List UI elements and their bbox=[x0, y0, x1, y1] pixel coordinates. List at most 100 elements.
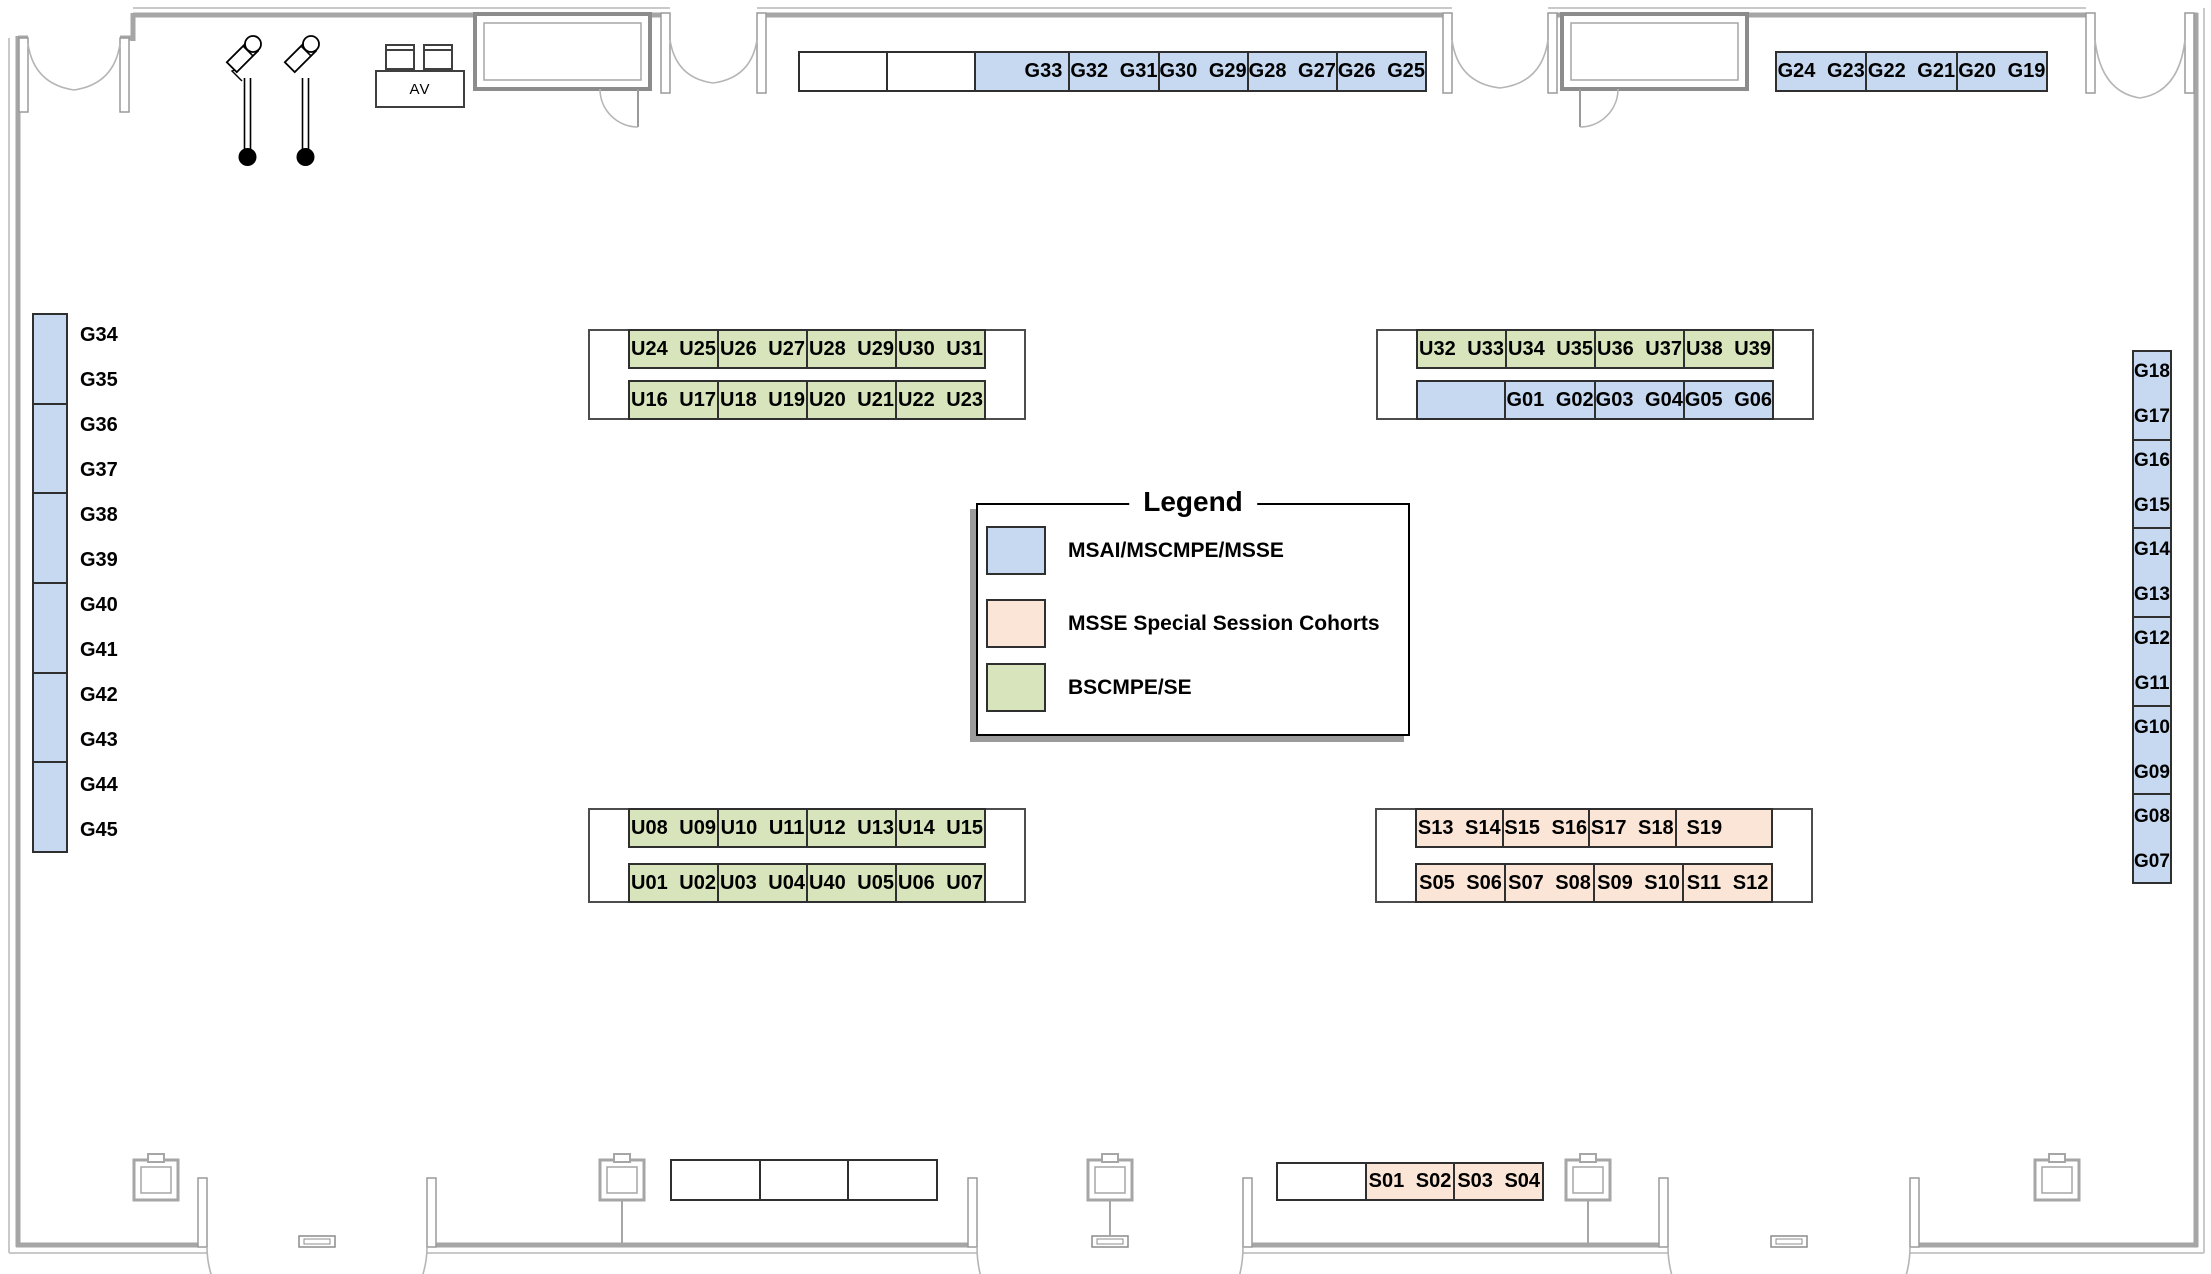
wall-strip-left bbox=[32, 313, 68, 854]
station-cell-g24-g23: G24 G23 bbox=[1775, 51, 1868, 92]
station-cell-u20-u21: U20 U21 bbox=[806, 380, 897, 420]
station-cell-u18-u19: U18 U19 bbox=[717, 380, 808, 420]
door-swing-arcs bbox=[27, 39, 2186, 1274]
floor-box bbox=[2033, 1153, 2081, 1202]
station-cell-u32-u33: U32 U33 bbox=[1416, 329, 1507, 369]
legend-swatch-special bbox=[986, 599, 1046, 648]
station-cell-u08-u09: U08 U09 bbox=[628, 808, 719, 848]
wall-station-cell bbox=[2132, 793, 2172, 885]
station-cell-s15-s16: S15 S16 bbox=[1501, 808, 1590, 848]
floor-box bbox=[598, 1153, 646, 1244]
wall-station-label-g14: G14 bbox=[2134, 539, 2170, 561]
door-jambs bbox=[18, 12, 2195, 1248]
wall-station-label-g17: G17 bbox=[2134, 405, 2170, 427]
station-cell-u26-u27: U26 U27 bbox=[717, 329, 808, 369]
station-cell-u03-u04: U03 U04 bbox=[717, 863, 808, 903]
wall-station-label-g37: G37 bbox=[80, 459, 118, 481]
station-cell-u01-u02: U01 U02 bbox=[628, 863, 719, 903]
wall-station-label-g36: G36 bbox=[80, 414, 118, 436]
wall-outer-skin bbox=[8, 7, 2205, 1254]
floor-boxes bbox=[132, 1153, 2081, 1244]
station-cell-u22-u23: U22 U23 bbox=[895, 380, 986, 420]
wall-station-label-g08: G08 bbox=[2134, 806, 2170, 828]
station-cell-u28-u29: U28 U29 bbox=[806, 329, 897, 369]
wall-station-label-g12: G12 bbox=[2134, 628, 2170, 650]
wall-station-cell bbox=[32, 313, 68, 405]
station-cell-g01-g02: G01 G02 bbox=[1504, 380, 1596, 420]
station-cell-blank bbox=[670, 1159, 761, 1201]
station-cell-blank bbox=[1416, 380, 1507, 420]
wall-station-label-g41: G41 bbox=[80, 639, 118, 661]
station-cell-g30-g29: G30 G29 bbox=[1157, 51, 1249, 92]
station-cell-g26-g25: G26 G25 bbox=[1335, 51, 1428, 92]
station-cell-s05-s06: S05 S06 bbox=[1415, 863, 1506, 903]
station-cell-blank bbox=[758, 1159, 850, 1201]
legend-label: BSCMPE/SE bbox=[1068, 675, 1192, 699]
floor-box bbox=[132, 1153, 180, 1202]
station-cell-g22-g21: G22 G21 bbox=[1865, 51, 1958, 92]
wall-station-cell bbox=[32, 492, 68, 585]
wall-station-label-g34: G34 bbox=[80, 324, 118, 346]
wall-station-label-g11: G11 bbox=[2134, 672, 2170, 694]
wall-station-label-g09: G09 bbox=[2134, 761, 2170, 783]
wall-station-cell bbox=[32, 582, 68, 674]
wall-station-label-g45: G45 bbox=[80, 819, 118, 841]
wall-station-label-g44: G44 bbox=[80, 774, 118, 796]
station-cell-u36-u37: U36 U37 bbox=[1594, 329, 1685, 369]
station-cell-g33: G33 bbox=[974, 51, 1071, 92]
station-cell-u40-u05: U40 U05 bbox=[806, 863, 897, 903]
wall-station-label-g16: G16 bbox=[2134, 450, 2170, 472]
legend-item: MSAI/MSCMPE/MSSE bbox=[986, 526, 1284, 575]
station-cell-blank bbox=[798, 51, 889, 92]
station-cell-s17-s18: S17 S18 bbox=[1588, 808, 1677, 848]
door-center-posts bbox=[298, 1235, 1808, 1248]
station-cell-u10-u11: U10 U11 bbox=[717, 808, 808, 848]
station-cell-u38-u39: U38 U39 bbox=[1683, 329, 1774, 369]
station-cell-u16-u17: U16 U17 bbox=[628, 380, 719, 420]
wall-station-cell bbox=[2132, 350, 2172, 441]
station-cell-blank bbox=[847, 1159, 939, 1201]
closet-right bbox=[1560, 12, 1749, 128]
wall-station-label-g18: G18 bbox=[2134, 361, 2170, 383]
wall-station-label-g35: G35 bbox=[80, 369, 118, 391]
station-cell-g20-g19: G20 G19 bbox=[1955, 51, 2048, 92]
av-station: AV bbox=[375, 70, 465, 108]
wall-station-cell bbox=[32, 761, 68, 854]
station-cell-u24-u25: U24 U25 bbox=[628, 329, 719, 369]
wall-station-label-g38: G38 bbox=[80, 504, 118, 526]
legend-title: Legend bbox=[1129, 486, 1257, 518]
wall-station-label-g15: G15 bbox=[2134, 494, 2170, 516]
station-cell-u12-u13: U12 U13 bbox=[806, 808, 897, 848]
station-cell-blank bbox=[886, 51, 977, 92]
station-cell-g32-g31: G32 G31 bbox=[1068, 51, 1160, 92]
wall-station-label-g39: G39 bbox=[80, 549, 118, 571]
station-cell-g03-g04: G03 G04 bbox=[1593, 380, 1685, 420]
station-cell-g28-g27: G28 G27 bbox=[1246, 51, 1338, 92]
wall-station-label-g42: G42 bbox=[80, 684, 118, 706]
station-cell-s03-s04: S03 S04 bbox=[1453, 1162, 1545, 1201]
legend-label: MSSE Special Session Cohorts bbox=[1068, 611, 1380, 635]
station-cell-s19: S19 bbox=[1674, 808, 1773, 848]
legend-label: MSAI/MSCMPE/MSSE bbox=[1068, 538, 1284, 562]
table-bottom-registration bbox=[670, 1159, 939, 1201]
wall-station-label-g43: G43 bbox=[80, 729, 118, 751]
floor-box bbox=[1086, 1153, 1134, 1236]
wall-station-label-g13: G13 bbox=[2134, 583, 2170, 605]
floor-box bbox=[1564, 1153, 1612, 1244]
station-cell-g05-g06: G05 G06 bbox=[1682, 380, 1774, 420]
legend-item: MSSE Special Session Cohorts bbox=[986, 599, 1380, 648]
microphone-icon bbox=[225, 35, 262, 166]
station-cell-s07-s08: S07 S08 bbox=[1504, 863, 1595, 903]
